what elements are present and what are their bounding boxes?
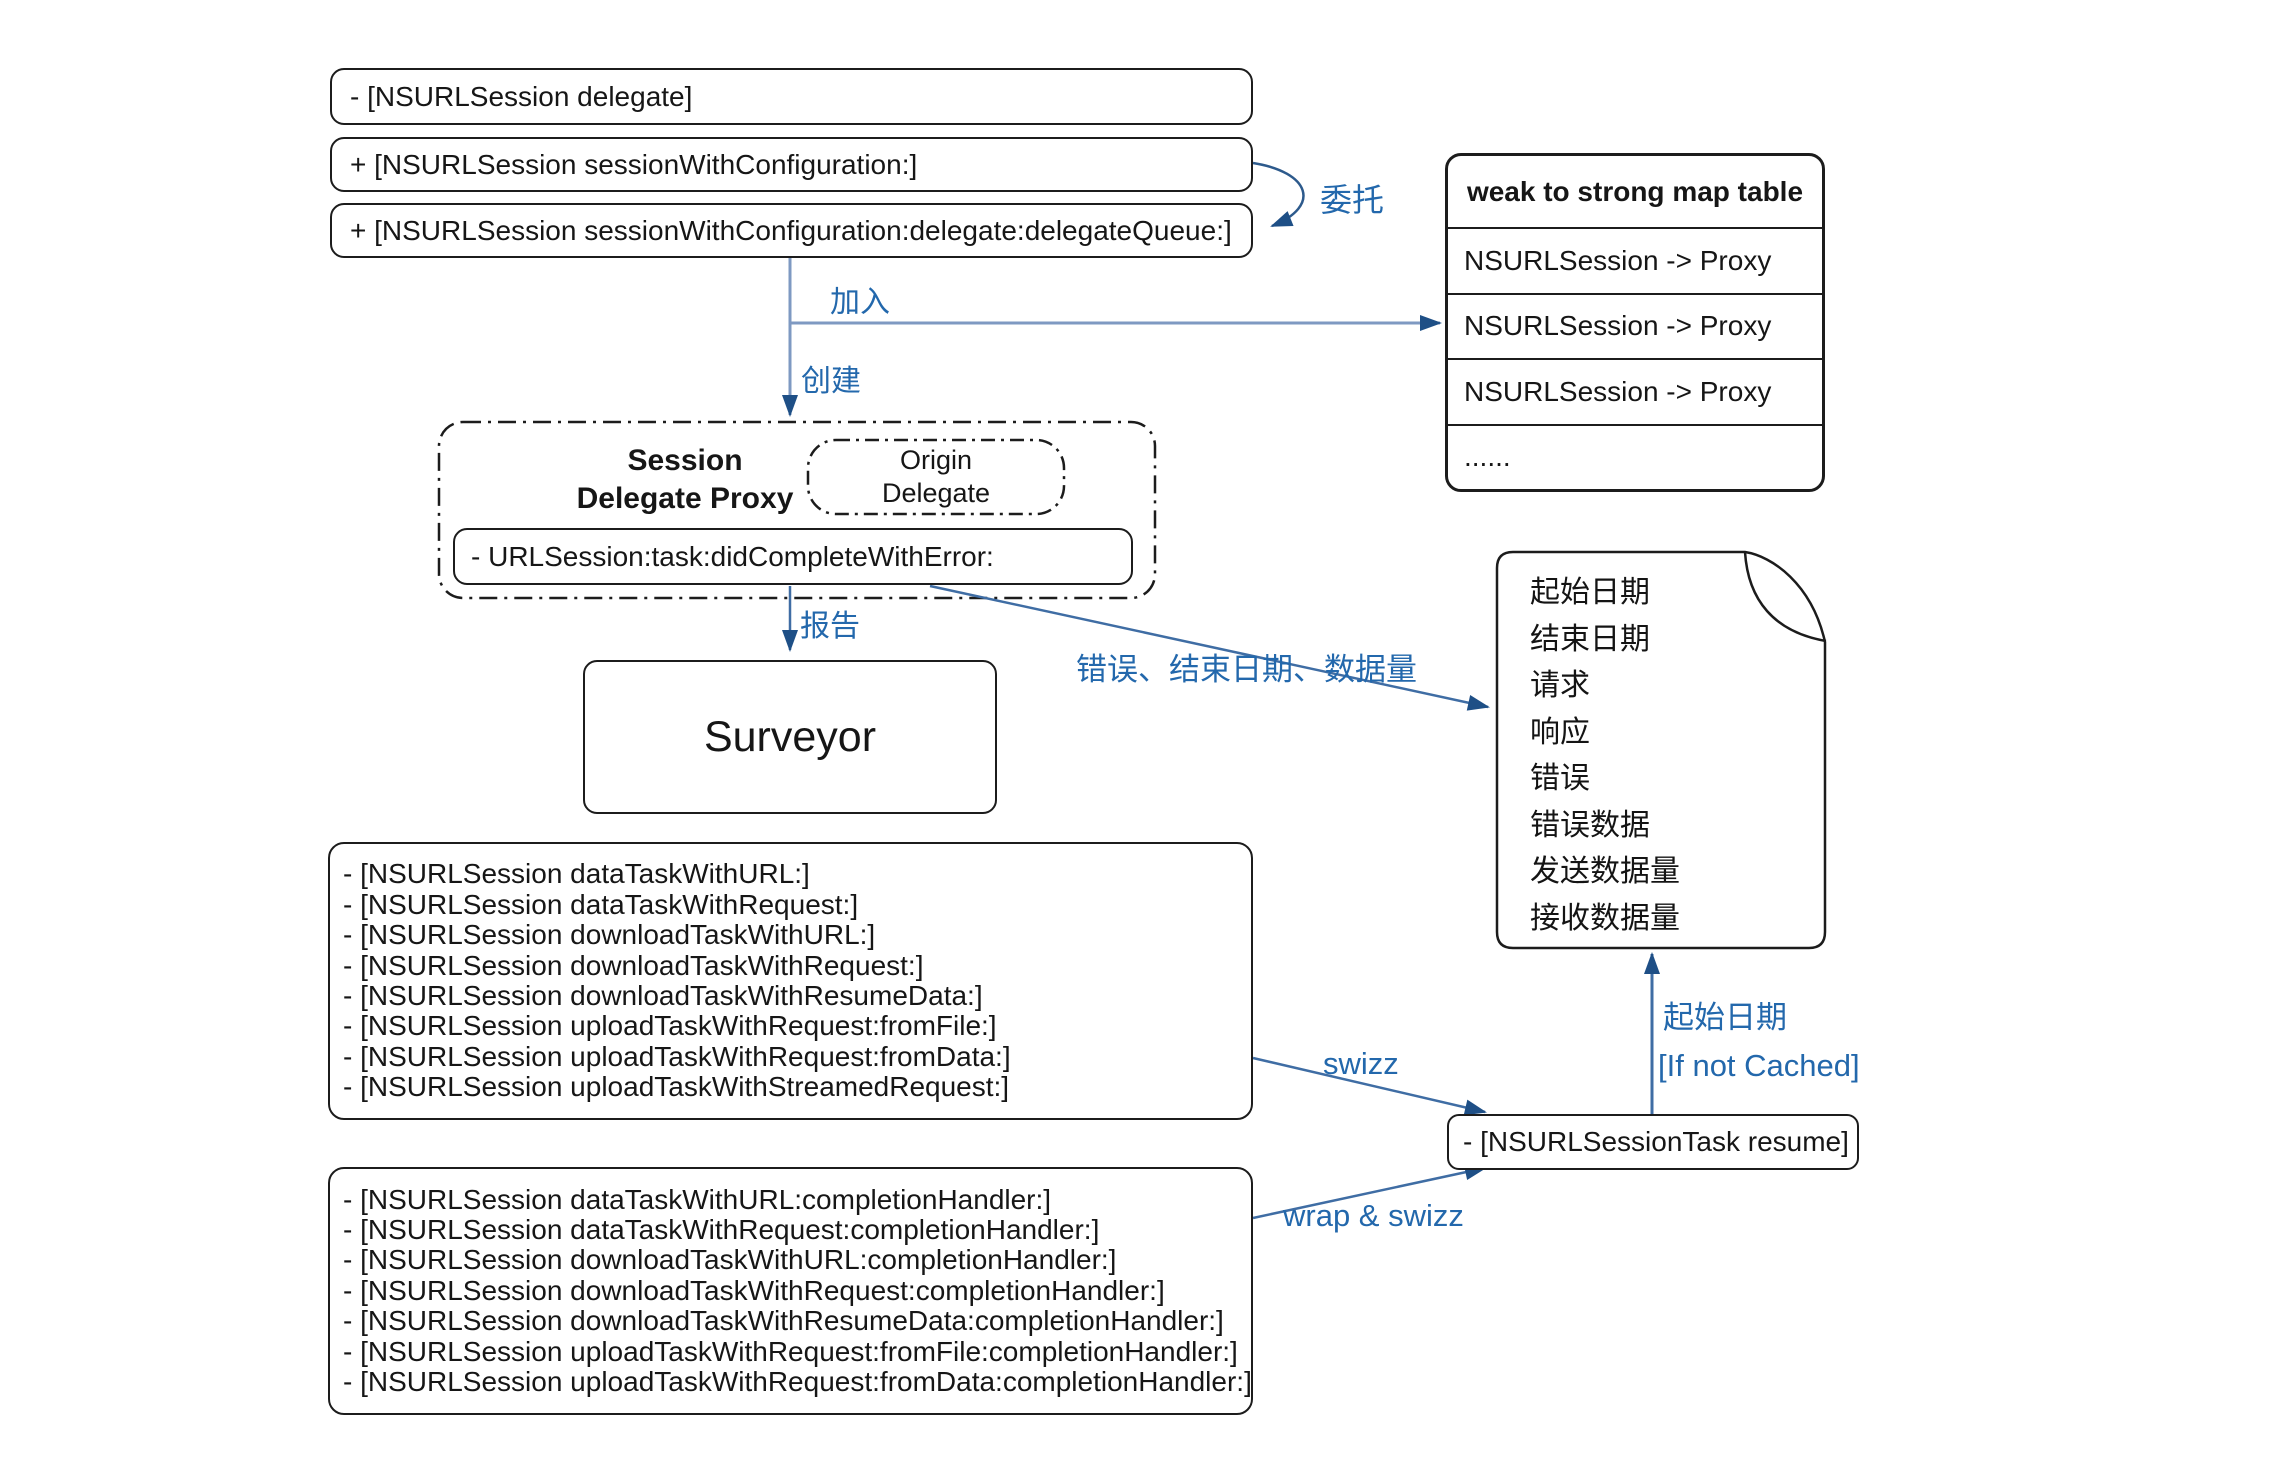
weak-to-strong-map-table: weak to strong map table NSURLSession ->…	[1445, 153, 1825, 492]
did-complete-method-label: - URLSession:task:didCompleteWithError:	[471, 540, 994, 572]
task-method: - [NSURLSession uploadTaskWithStreamedRe…	[343, 1071, 1010, 1103]
document-item: 接收数据量	[1530, 901, 1680, 935]
task-method: - [NSURLSession dataTaskWithURL:]	[343, 858, 810, 890]
start-date-arrow-label: 起始日期	[1663, 1000, 1787, 1035]
task-method: - [NSURLSession uploadTaskWithRequest:fr…	[343, 1040, 1011, 1072]
session-with-configuration-delegate-queue-label: + [NSURLSession sessionWithConfiguration…	[350, 214, 1232, 246]
proxy-title-line2: Delegate Proxy	[576, 482, 794, 515]
map-table-row: NSURLSession -> Proxy	[1448, 229, 1822, 295]
create-arrow-label: 创建	[801, 365, 861, 398]
origin-delegate-title: Origin Delegate	[808, 440, 1064, 514]
surveyor-label: Surveyor	[703, 712, 877, 761]
surveyor-box: Surveyor	[583, 660, 997, 814]
wrap-swizz-arrow-label: wrap & swizz	[1283, 1198, 1464, 1233]
origin-delegate-line2: Delegate	[881, 478, 991, 508]
resume-method-label: - [NSURLSessionTask resume]	[1463, 1126, 1849, 1157]
task-creation-completion-methods-box: - [NSURLSession dataTaskWithURL:completi…	[328, 1167, 1253, 1415]
session-delegate-proxy-title: Session Delegate Proxy	[505, 440, 865, 520]
error-info-arrow	[929, 584, 1490, 711]
session-with-configuration-box: + [NSURLSession sessionWithConfiguration…	[330, 137, 1253, 192]
map-table-row: NSURLSession -> Proxy	[1448, 295, 1822, 360]
task-method: - [NSURLSession uploadTaskWithRequest:fr…	[343, 1010, 997, 1042]
document-item: 请求	[1530, 669, 1590, 702]
if-not-cached-label: [If not Cached]	[1658, 1048, 1860, 1083]
task-method-completion: - [NSURLSession dataTaskWithRequest:comp…	[343, 1213, 1100, 1245]
report-arrow-label: 报告	[800, 610, 860, 643]
delegate-method-box: - [NSURLSession delegate]	[330, 68, 1253, 125]
task-method-completion: - [NSURLSession downloadTaskWithURL:comp…	[343, 1244, 1117, 1276]
session-with-configuration-delegate-queue-box: + [NSURLSession sessionWithConfiguration…	[330, 203, 1253, 258]
resume-method-box: - [NSURLSessionTask resume]	[1447, 1114, 1859, 1170]
map-table-row: ......	[1464, 441, 1511, 473]
document-item: 响应	[1530, 715, 1590, 749]
task-method-completion: - [NSURLSession downloadTaskWithResumeDa…	[343, 1305, 1224, 1337]
session-with-configuration-label: + [NSURLSession sessionWithConfiguration…	[350, 148, 918, 180]
did-complete-method-box: - URLSession:task:didCompleteWithError:	[453, 528, 1133, 585]
delegate-method-label: - [NSURLSession delegate]	[350, 80, 693, 112]
document-item: 起始日期	[1530, 576, 1650, 609]
map-table-title: weak to strong map table	[1448, 156, 1822, 229]
task-method-completion: - [NSURLSession dataTaskWithURL:completi…	[343, 1183, 1052, 1215]
proxy-title-line1: Session	[627, 444, 743, 477]
error-info-arrow-label: 错误、结束日期、数据量	[1076, 652, 1417, 687]
swizz-arrow-label: swizz	[1323, 1046, 1399, 1081]
map-table-row: NSURLSession -> Proxy	[1448, 360, 1822, 426]
task-method: - [NSURLSession dataTaskWithRequest:]	[343, 888, 859, 920]
join-arrow-label: 加入	[830, 286, 890, 319]
delegation-arrow-label: 委托	[1320, 182, 1385, 218]
delegation-arrow	[1252, 161, 1305, 228]
document-item: 结束日期	[1530, 622, 1650, 656]
task-method: - [NSURLSession downloadTaskWithRequest:…	[343, 949, 924, 981]
document-item: 发送数据量	[1530, 855, 1680, 888]
record-document: 起始日期 结束日期 请求 响应 错误 错误数据 发送数据量 接收数据量	[1530, 570, 1680, 942]
task-creation-methods-box: - [NSURLSession dataTaskWithURL:] - [NSU…	[328, 842, 1253, 1120]
document-item: 错误数据	[1530, 808, 1650, 842]
task-method-completion: - [NSURLSession uploadTaskWithRequest:fr…	[343, 1335, 1238, 1367]
task-method-completion: - [NSURLSession uploadTaskWithRequest:fr…	[343, 1366, 1252, 1398]
task-method-completion: - [NSURLSession downloadTaskWithRequest:…	[343, 1274, 1165, 1306]
task-method: - [NSURLSession downloadTaskWithURL:]	[343, 919, 876, 951]
document-fold-icon	[1743, 551, 1827, 643]
document-item: 错误	[1530, 762, 1590, 795]
origin-delegate-line1: Origin	[899, 445, 973, 475]
task-method: - [NSURLSession downloadTaskWithResumeDa…	[343, 980, 983, 1011]
